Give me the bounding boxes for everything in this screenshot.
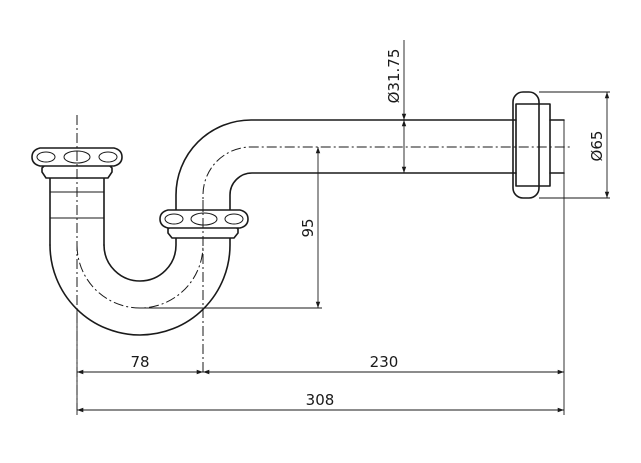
- middle-slip-nut: [159, 209, 249, 239]
- inlet-tail: [49, 177, 105, 246]
- dimension-lines: [77, 40, 610, 413]
- dim-label-flange-diameter: Ø65: [588, 131, 606, 162]
- dim-label-95: 95: [299, 218, 317, 237]
- dim-label-pipe-diameter: Ø31.75: [385, 49, 403, 104]
- dim-label-230: 230: [370, 353, 399, 371]
- bend-arm: [175, 119, 517, 213]
- extension-lines: [76, 91, 610, 415]
- dim-label-78: 78: [130, 353, 149, 371]
- top-slip-nut: [31, 147, 123, 179]
- wall-flange: [512, 91, 565, 199]
- dim-label-308: 308: [306, 391, 335, 409]
- centre-lines: [76, 115, 572, 410]
- trap-pipe: [49, 119, 517, 336]
- u-bend: [49, 229, 231, 336]
